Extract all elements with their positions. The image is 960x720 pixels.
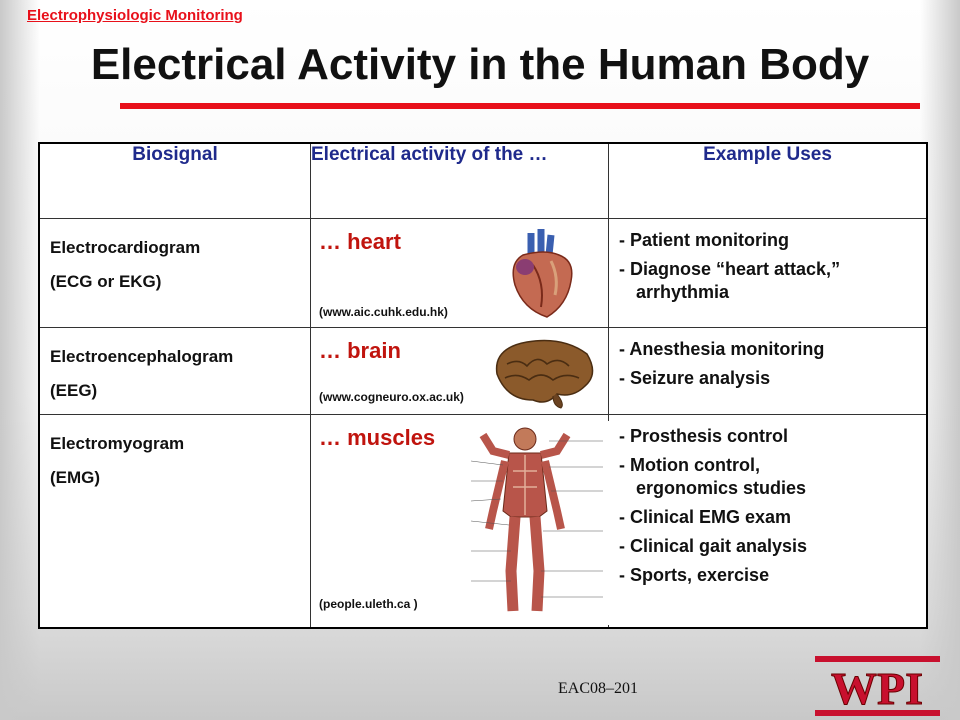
list-item: - Anesthesia monitoring	[619, 339, 825, 359]
biosignal-name: Electrocardiogram	[50, 238, 201, 257]
column-header-activity: Electrical activity of the …	[310, 142, 609, 219]
table-header-row: Biosignal Electrical activity of the … E…	[38, 142, 928, 219]
table-row: Electrocardiogram (ECG or EKG) … heart (…	[38, 218, 928, 328]
biosignal-abbrev: (EEG)	[50, 381, 98, 400]
activity-cell: … brain (www.cogneuro.ox.ac.uk)	[310, 327, 609, 415]
column-header-biosignal: Biosignal	[38, 142, 311, 219]
organ-label: … heart	[319, 229, 401, 254]
biosignal-cell: Electrocardiogram (ECG or EKG)	[38, 218, 311, 328]
topic-link[interactable]: Electrophysiologic Monitoring	[27, 7, 243, 24]
table-row: Electroencephalogram (EEG) … brain (www.…	[38, 327, 928, 415]
slide-code: EAC08–201	[558, 680, 638, 697]
column-header-uses: Example Uses	[608, 142, 928, 219]
list-item: - Sports, exercise	[619, 565, 770, 585]
svg-text:WPI: WPI	[831, 663, 923, 714]
list-item: - Diagnose “heart attack,”arrhythmia	[619, 259, 841, 302]
biosignal-name: Electroencephalogram	[50, 347, 234, 366]
uses-list: - Patient monitoring - Diagnose “heart a…	[609, 219, 926, 304]
biosignal-abbrev: (ECG or EKG)	[50, 272, 162, 291]
organ-label: … brain	[319, 338, 401, 363]
wpi-logo: WPI	[815, 656, 940, 716]
biosignal-cell: Electromyogram (EMG)	[38, 414, 311, 629]
biosignal-name: Electromyogram	[50, 434, 185, 453]
biosignal-cell: Electroencephalogram (EEG)	[38, 327, 311, 415]
list-item: - Patient monitoring	[619, 230, 789, 250]
image-source: (www.aic.cuhk.edu.hk)	[319, 305, 448, 319]
slide-title: Electrical Activity in the Human Body	[90, 40, 870, 89]
image-source: (www.cogneuro.ox.ac.uk)	[319, 390, 464, 404]
title-underline	[120, 103, 920, 109]
uses-cell: - Patient monitoring - Diagnose “heart a…	[608, 218, 928, 328]
organ-label: … muscles	[319, 425, 436, 450]
list-item: - Clinical gait analysis	[619, 536, 808, 556]
list-item: - Prosthesis control	[619, 426, 789, 446]
biosignal-abbrev: (EMG)	[50, 468, 101, 487]
uses-cell: - Prosthesis control - Motion control,er…	[608, 414, 928, 629]
list-item: - Clinical EMG exam	[619, 507, 792, 527]
activity-cell: … muscles (people.uleth.ca )	[310, 414, 611, 629]
uses-list: - Anesthesia monitoring - Seizure analys…	[609, 328, 926, 390]
biosignal-table: Biosignal Electrical activity of the … E…	[38, 142, 928, 629]
table-row: Electromyogram (EMG) … muscles (people.u…	[38, 414, 928, 629]
uses-list: - Prosthesis control - Motion control,er…	[609, 415, 926, 587]
list-item: - Motion control,ergonomics studies	[619, 455, 807, 498]
image-source: (people.uleth.ca )	[319, 597, 418, 611]
left-gradient	[0, 0, 40, 720]
brain-image	[495, 339, 594, 409]
heart-image	[501, 225, 581, 323]
muscle-anatomy-image	[463, 421, 611, 625]
list-item: - Seizure analysis	[619, 368, 771, 388]
activity-cell: … heart (www.aic.cuhk.edu.hk)	[310, 218, 609, 328]
uses-cell: - Anesthesia monitoring - Seizure analys…	[608, 327, 928, 415]
